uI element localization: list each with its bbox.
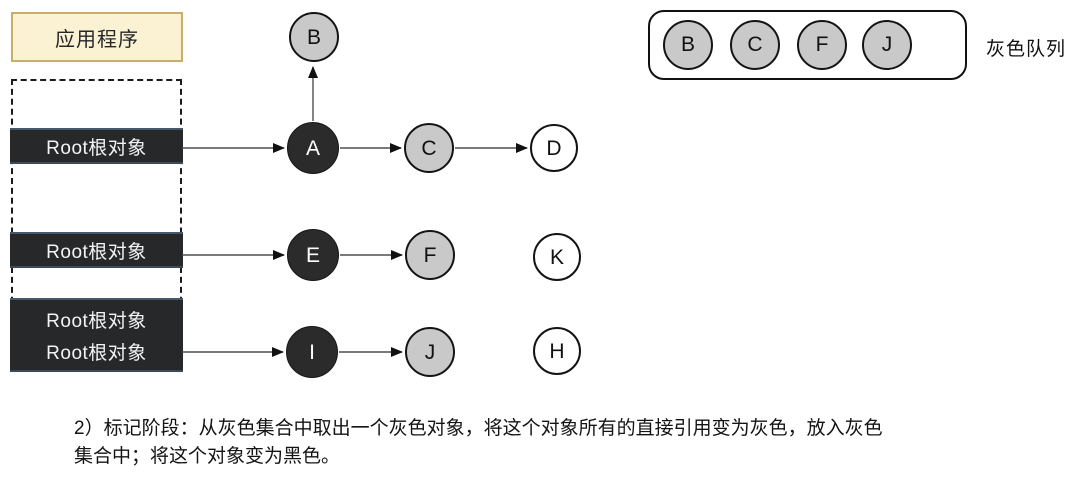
caption-line-1: 2）标记阶段：从灰色集合中取出一个灰色对象，将这个对象所有的直接引用变为灰色，放… bbox=[74, 418, 883, 439]
node-A: A bbox=[287, 122, 339, 174]
node-B: B bbox=[289, 12, 339, 62]
node-F: F bbox=[405, 230, 455, 280]
application-box: 应用程序 bbox=[11, 12, 183, 62]
gray-queue-label: 灰色队列 bbox=[986, 39, 1067, 60]
node-H: H bbox=[533, 327, 581, 375]
node-J: J bbox=[405, 327, 455, 377]
queue-item-F: F bbox=[797, 20, 847, 70]
node-E: E bbox=[287, 229, 339, 281]
node-C: C bbox=[404, 123, 454, 173]
caption-line-2: 集合中；将这个对象变为黑色。 bbox=[74, 446, 341, 467]
caption: 2）标记阶段：从灰色集合中取出一个灰色对象，将这个对象所有的直接引用变为灰色，放… bbox=[74, 415, 1034, 471]
root-bar-2: Root根对象 bbox=[10, 232, 183, 268]
root-bar-3-line-1: Root根对象 bbox=[46, 310, 147, 332]
node-K: K bbox=[533, 233, 581, 281]
gray-queue-box: B C F J bbox=[648, 10, 967, 80]
root-bar-3: Root根对象 Root根对象 bbox=[10, 298, 183, 372]
queue-item-B: B bbox=[663, 20, 713, 70]
node-I: I bbox=[286, 326, 338, 378]
root-bar-1: Root根对象 bbox=[10, 128, 183, 164]
queue-item-C: C bbox=[730, 20, 780, 70]
root-bar-3-line-2: Root根对象 bbox=[46, 342, 147, 364]
node-D: D bbox=[530, 124, 578, 172]
queue-item-J: J bbox=[862, 20, 912, 70]
